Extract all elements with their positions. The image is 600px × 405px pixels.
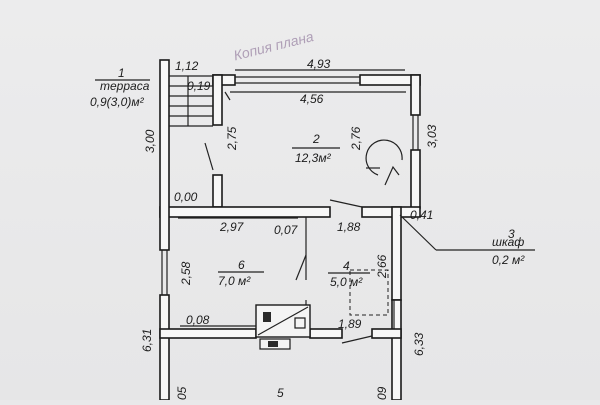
room4-outline xyxy=(349,269,389,316)
wall xyxy=(159,294,170,401)
dim-left-outer: 6,31 xyxy=(140,329,154,352)
svg-text:0,9(3,0)м²: 0,9(3,0)м² xyxy=(90,95,145,109)
stamp-text: Копия плана xyxy=(232,28,315,63)
leader-line xyxy=(399,214,437,251)
door xyxy=(295,254,307,281)
svg-text:1: 1 xyxy=(118,66,125,80)
dim-partition: 0,07 xyxy=(274,223,299,237)
dim-stair-offset: 0,19 xyxy=(187,79,211,93)
wall xyxy=(212,174,223,208)
wall xyxy=(371,328,402,339)
dim-closet-width: 0,41 xyxy=(410,208,433,222)
door xyxy=(341,335,373,344)
dim-room6-height: 2,58 xyxy=(179,261,193,286)
svg-text:5,0 м²: 5,0 м² xyxy=(330,275,363,289)
wall xyxy=(391,206,402,301)
dim-room2-right: 2,76 xyxy=(349,126,363,151)
dim-room5-left: 05 xyxy=(175,386,189,400)
dim-bottom-right: 1,89 xyxy=(338,317,362,331)
room2-label: 2 12,3м² xyxy=(292,132,340,165)
dim-room5-right: 09 xyxy=(375,386,389,400)
svg-text:7,0 м²: 7,0 м² xyxy=(218,274,251,288)
wall xyxy=(410,149,421,209)
wall xyxy=(159,206,331,218)
wall xyxy=(391,299,402,401)
wall xyxy=(410,74,421,116)
dim-terrace-zero: 0,00 xyxy=(174,190,198,204)
svg-text:4: 4 xyxy=(343,259,350,273)
dim-room4-height: 2,66 xyxy=(375,254,389,279)
room4-label: 4 5,0 м² xyxy=(328,259,370,289)
dim-top-left: 1,12 xyxy=(175,59,199,73)
closet-label: 3 шкаф 0,2 м² xyxy=(492,227,525,267)
room5-label: 5 xyxy=(277,386,284,400)
dim-top-width: 4,93 xyxy=(307,57,331,71)
svg-text:терраса: терраса xyxy=(100,79,150,93)
svg-text:шкаф: шкаф xyxy=(492,235,524,249)
dim-room4-width: 1,88 xyxy=(337,220,361,234)
dim-terrace-height: 3,00 xyxy=(143,129,157,153)
room6-label: 6 7,0 м² xyxy=(218,258,264,288)
svg-text:12,3м²: 12,3м² xyxy=(295,151,332,165)
dim-bottom-left: 0,08 xyxy=(186,313,210,327)
dim-room6-width: 2,97 xyxy=(219,220,245,234)
wall xyxy=(361,206,421,218)
svg-text:2: 2 xyxy=(312,132,320,146)
stove xyxy=(255,304,311,350)
dim-room2-left: 2,75 xyxy=(225,126,239,151)
wall xyxy=(212,74,223,126)
door xyxy=(224,91,231,101)
dim-right-outer: 3,03 xyxy=(425,124,439,148)
wall xyxy=(159,59,170,251)
dim-inner-width: 4,56 xyxy=(300,92,324,106)
wall xyxy=(159,328,257,339)
svg-text:3: 3 xyxy=(508,227,515,241)
dim-right-outer-lower: 6,33 xyxy=(412,332,426,356)
door xyxy=(204,142,214,171)
door xyxy=(329,199,363,208)
terrace-label: 1 терраса 0,9(3,0)м² xyxy=(90,66,150,109)
svg-text:6: 6 xyxy=(238,258,245,272)
spiral-stair xyxy=(365,139,403,186)
terrace-stairs xyxy=(169,75,213,127)
svg-text:0,2 м²: 0,2 м² xyxy=(492,253,525,267)
